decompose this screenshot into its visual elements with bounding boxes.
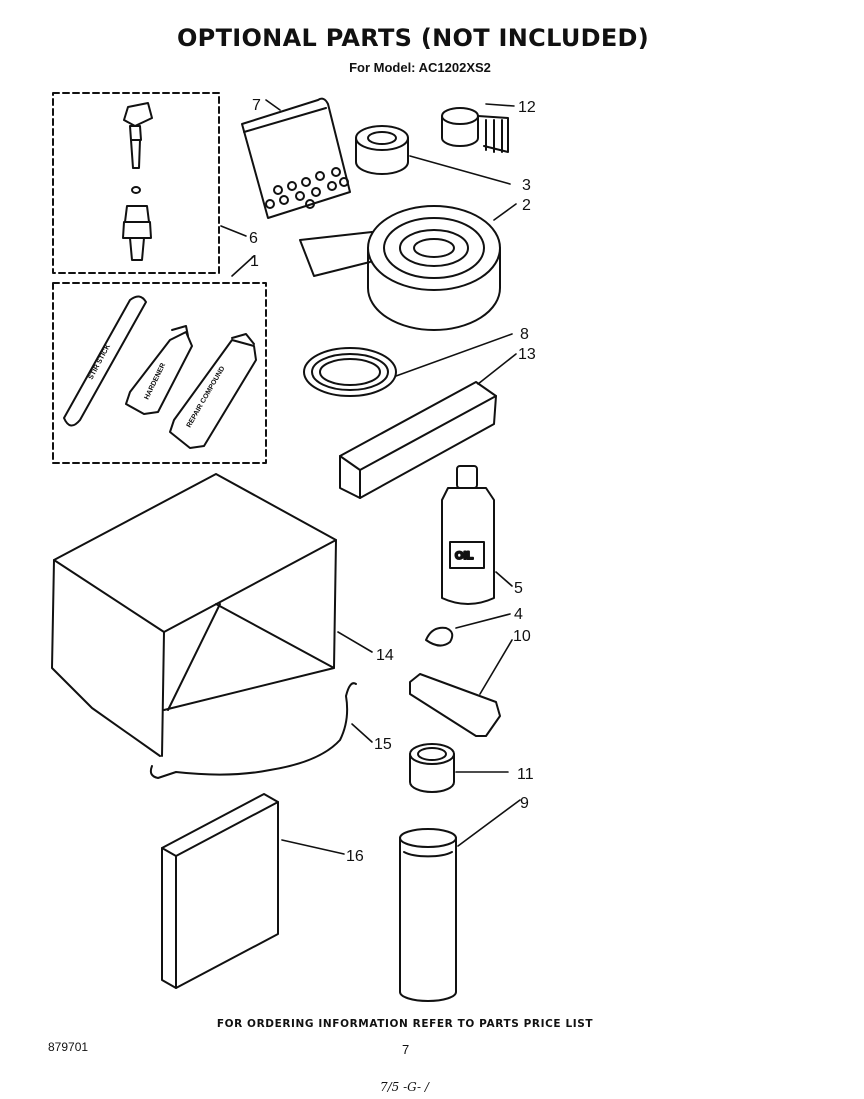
callout-1: 1: [250, 253, 259, 270]
hardener-label: HARDENER: [144, 362, 168, 401]
foam-block-icon: [339, 381, 497, 499]
callout-11: 11: [517, 766, 534, 783]
ordering-note: FOR ORDERING INFORMATION REFER TO PARTS …: [216, 1018, 594, 1030]
sealant-tube-icon: [409, 673, 501, 737]
callout-8: 8: [520, 326, 529, 343]
large-tape-roll-icon: [299, 205, 501, 331]
wire-coil-icon: [303, 347, 397, 397]
document-number: 879701: [48, 1040, 89, 1054]
callout-6: 6: [249, 230, 258, 247]
unit-cover-icon: [51, 473, 337, 757]
oil-bottle-icon: [441, 465, 495, 605]
callout-14: 14: [376, 647, 394, 664]
foam-strip-icon: [441, 107, 509, 153]
cap-bulb-icon: [425, 626, 454, 647]
stir-stick-label: STIR STICK: [88, 343, 112, 381]
tie-cord-icon: [149, 682, 357, 779]
callout-12: 12: [518, 99, 536, 116]
tape-roll-icon: [409, 743, 455, 793]
callout-10: 10: [513, 628, 531, 645]
stir-stick-icon: [63, 295, 147, 427]
callout-3: 3: [522, 177, 531, 194]
small-tape-roll-icon: [355, 125, 409, 175]
callout-15: 15: [374, 736, 392, 753]
hardware-bag-icon: [241, 97, 351, 219]
valve-fitting-icon: [122, 102, 153, 261]
oil-label: OIL: [455, 550, 474, 562]
callout-16: 16: [346, 848, 364, 865]
callout-9: 9: [520, 795, 529, 812]
callout-2: 2: [522, 197, 531, 214]
aerosol-can-icon: [399, 828, 457, 1002]
repair-kit-box: [52, 282, 267, 464]
air-filter-icon: [161, 793, 279, 989]
hardener-tube-icon: [125, 325, 193, 415]
callout-7: 7: [252, 97, 261, 114]
model-subtitle: For Model: AC1202XS2: [349, 60, 491, 75]
callout-5: 5: [514, 580, 523, 597]
page-title: OPTIONAL PARTS (NOT INCLUDED): [176, 24, 650, 52]
repair-compound-tube-icon: [169, 333, 257, 449]
callout-4: 4: [514, 606, 523, 623]
leader-lines: [220, 99, 521, 855]
handwritten-code: 7/5 -G- /: [380, 1080, 429, 1094]
page-number: 7: [402, 1042, 410, 1057]
callout-13: 13: [518, 346, 536, 363]
valve-kit-box: [52, 92, 220, 274]
